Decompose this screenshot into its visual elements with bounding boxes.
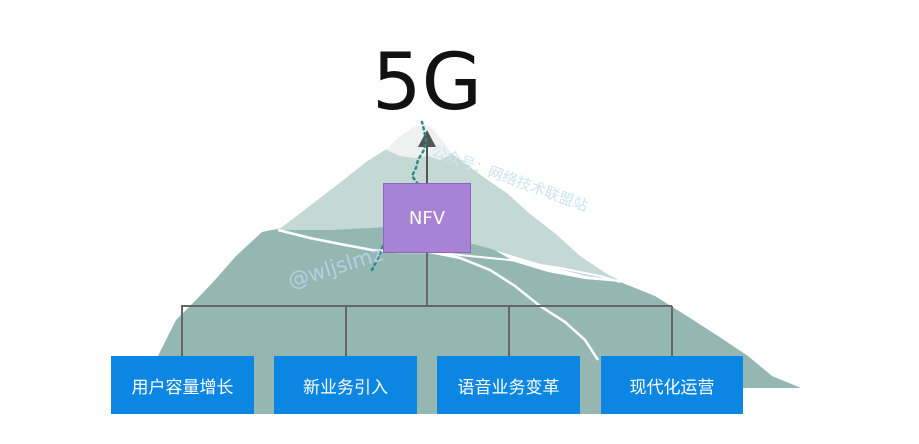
driver-box-modern-operations: 现代化运营 <box>601 356 743 414</box>
nfv-box: NFV <box>383 183 471 253</box>
driver-box-voice-transformation: 语音业务变革 <box>437 356 580 414</box>
title-5g: 5G <box>372 38 482 128</box>
driver-box-new-services: 新业务引入 <box>274 356 417 414</box>
driver-box-user-capacity: 用户容量增长 <box>111 356 254 414</box>
